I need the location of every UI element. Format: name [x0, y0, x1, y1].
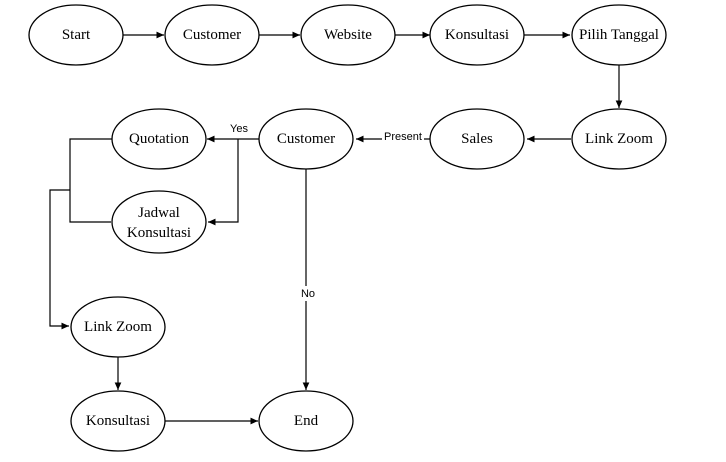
node-pilih-tanggal: Pilih Tanggal [571, 4, 667, 66]
node-konsultasi-top-label: Konsultasi [445, 27, 509, 43]
edge-label-present: Present [384, 131, 422, 143]
node-link-zoom-right-label: Link Zoom [585, 131, 653, 147]
node-customer-mid: Customer [258, 108, 354, 170]
node-quotation-label: Quotation [129, 131, 189, 147]
node-link-zoom-left: Link Zoom [70, 296, 166, 358]
node-start: Start [28, 4, 124, 66]
edge-customer-to-jadwal-konsultasi [208, 139, 239, 226]
node-jadwal-konsultasi: Jadwal Konsultasi [111, 190, 207, 254]
node-start-label: Start [62, 27, 91, 43]
edges [49, 31, 623, 425]
node-konsultasi-bottom: Konsultasi [70, 390, 166, 452]
node-sales: Sales [429, 108, 525, 170]
node-link-zoom-left-label: Link Zoom [84, 319, 152, 335]
node-sales-label: Sales [461, 131, 493, 147]
node-jadwal-konsultasi-label-line1: Jadwal [138, 205, 180, 221]
node-jadwal-konsultasi-label-line2: Konsultasi [127, 225, 191, 241]
node-customer-mid-label: Customer [277, 131, 335, 147]
edge-label-no: No [301, 288, 315, 300]
node-pilih-tanggal-label: Pilih Tanggal [579, 27, 659, 43]
edge-label-yes: Yes [230, 123, 248, 135]
node-konsultasi-top: Konsultasi [429, 4, 525, 66]
node-website: Website [300, 4, 396, 66]
node-website-label: Website [324, 27, 372, 43]
node-link-zoom-right: Link Zoom [571, 108, 667, 170]
node-end: End [258, 390, 354, 452]
edge-bracket-to-link-zoom [49, 189, 70, 330]
edge-labels: Present Yes No [230, 123, 424, 301]
node-quotation: Quotation [111, 108, 207, 170]
node-end-label: End [294, 413, 319, 429]
node-customer-top: Customer [164, 4, 260, 66]
node-customer-top-label: Customer [183, 27, 241, 43]
edge-quotation-jadwal-bracket [69, 138, 112, 223]
node-konsultasi-bottom-label: Konsultasi [86, 413, 150, 429]
